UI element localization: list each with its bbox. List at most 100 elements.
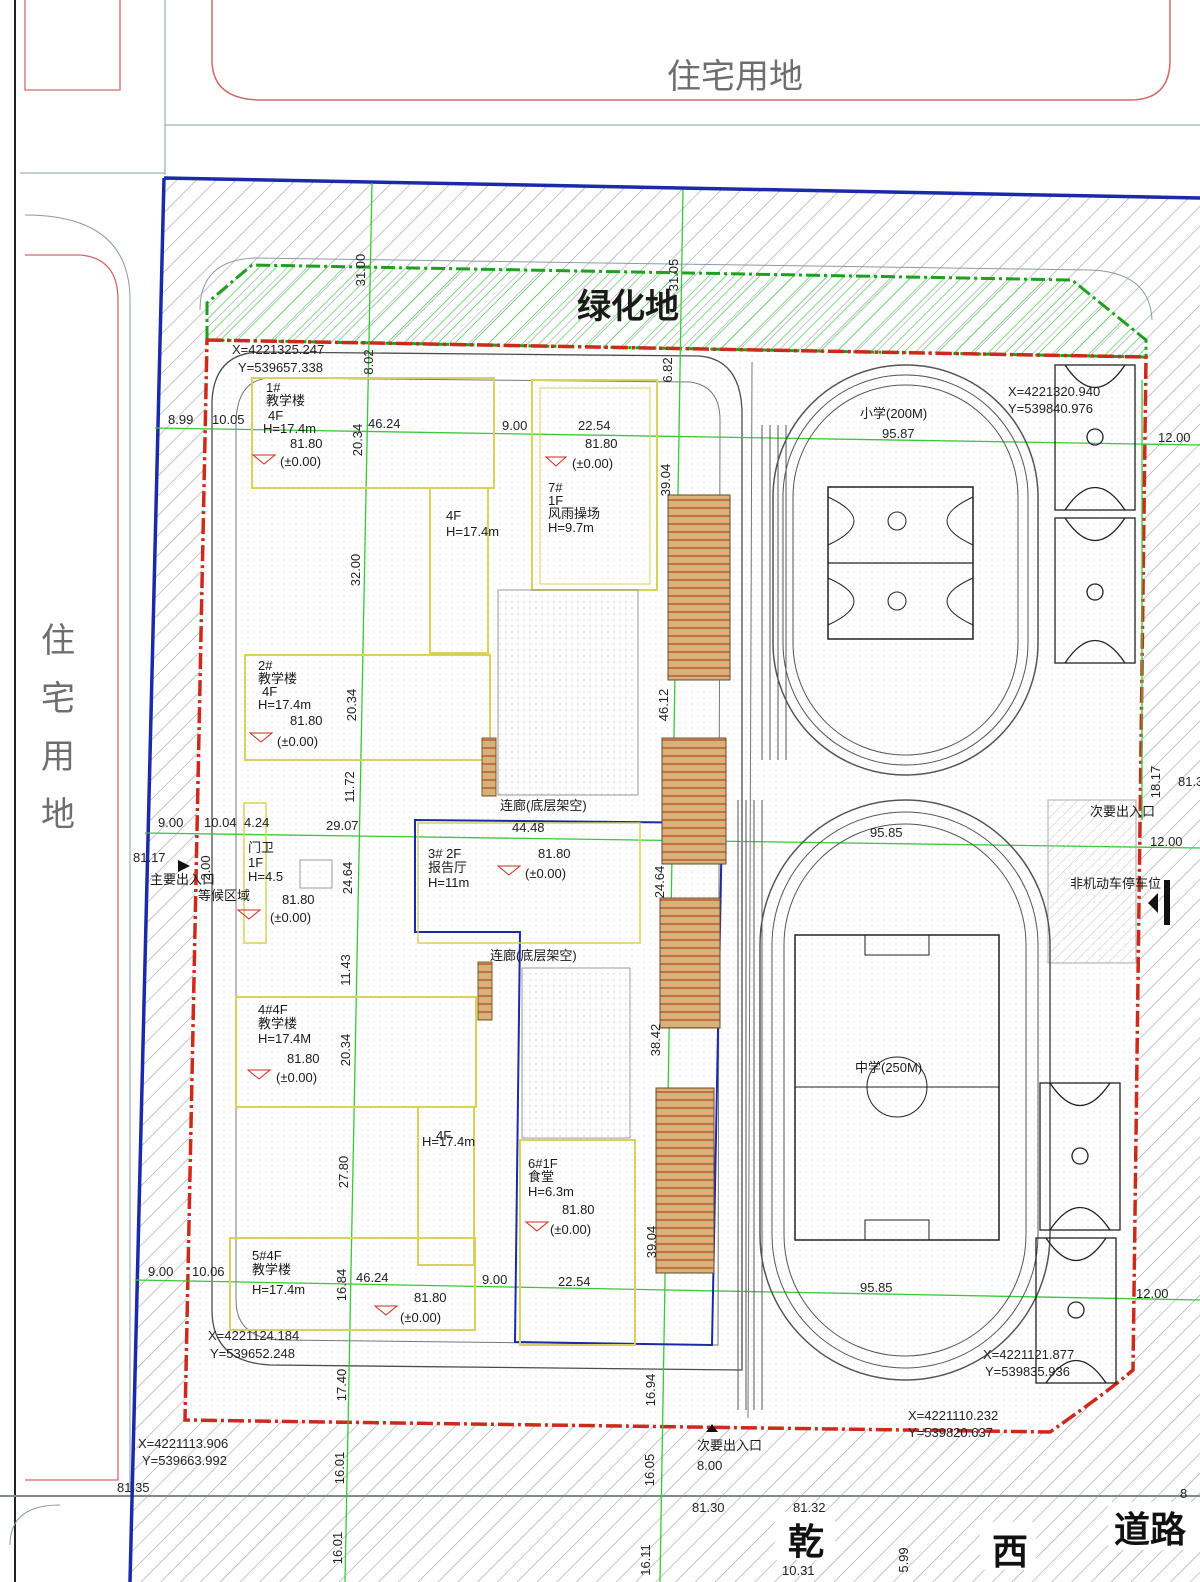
svg-text:16.84: 16.84	[334, 1269, 349, 1302]
svg-text:10.31: 10.31	[782, 1563, 815, 1578]
svg-text:小学(200M): 小学(200M)	[860, 406, 927, 421]
main-entrance-arrow	[178, 860, 190, 872]
svg-text:H=11m: H=11m	[428, 875, 469, 890]
svg-text:4F: 4F	[268, 408, 283, 423]
svg-text:Y=539663.992: Y=539663.992	[142, 1453, 227, 1468]
svg-text:H=17.4m: H=17.4m	[258, 697, 311, 712]
svg-text:H=17.4M: H=17.4M	[258, 1031, 311, 1046]
svg-text:(±0.00): (±0.00)	[280, 454, 321, 469]
svg-text:X=4221113.906: X=4221113.906	[138, 1436, 228, 1451]
svg-text:(±0.00): (±0.00)	[270, 910, 311, 925]
svg-text:西: 西	[992, 1532, 1028, 1573]
svg-text:H=6.3m: H=6.3m	[528, 1184, 574, 1199]
svg-text:4F: 4F	[436, 1128, 451, 1143]
svg-text:教学楼: 教学楼	[252, 1262, 291, 1277]
svg-text:住: 住	[41, 621, 75, 661]
svg-text:H=17.4m: H=17.4m	[422, 1134, 475, 1149]
svg-text:20.34: 20.34	[344, 689, 359, 722]
green-belt-label: 绿化地	[577, 287, 679, 327]
south-entrance-arrow	[706, 1424, 718, 1432]
svg-text:81.80: 81.80	[562, 1202, 595, 1217]
svg-text:81.30: 81.30	[692, 1500, 725, 1515]
svg-text:9.00: 9.00	[148, 1264, 173, 1279]
svg-text:81.17: 81.17	[133, 850, 166, 865]
primary-track: 小学(200M)	[772, 364, 1039, 776]
svg-text:教学楼: 教学楼	[258, 1016, 297, 1031]
coordinate-labels: X=4221325.247 Y=539657.338 X=4221320.940…	[138, 342, 1100, 1468]
svg-text:1F: 1F	[248, 855, 263, 870]
svg-text:10.06: 10.06	[192, 1264, 225, 1279]
svg-text:81.80: 81.80	[414, 1290, 447, 1305]
svg-text:24.64: 24.64	[652, 866, 667, 899]
svg-text:H=9.7m: H=9.7m	[548, 520, 594, 535]
svg-text:Y=539820.637: Y=539820.637	[908, 1425, 993, 1440]
svg-text:39.04: 39.04	[658, 464, 673, 497]
svg-text:10.04: 10.04	[204, 815, 237, 830]
residential-top-label: 住宅用地	[667, 57, 803, 97]
svg-text:5.99: 5.99	[896, 1547, 911, 1572]
svg-text:(±0.00): (±0.00)	[550, 1222, 591, 1237]
svg-text:29.07: 29.07	[326, 818, 359, 833]
building-4: 4#4F 教学楼 H=17.4M 81.80 (±0.00) 4F H=17.4…	[235, 996, 477, 1266]
svg-text:95.85: 95.85	[870, 825, 903, 840]
svg-text:(±0.00): (±0.00)	[277, 734, 318, 749]
svg-text:81.32: 81.32	[793, 1500, 826, 1515]
secondary-entrance-bottom-label: 次要出入口	[697, 1438, 762, 1453]
secondary-track-straight	[737, 800, 763, 1410]
svg-text:H=4.5: H=4.5	[248, 869, 283, 884]
svg-text:6#1F: 6#1F	[528, 1156, 558, 1171]
svg-text:81.35: 81.35	[117, 1480, 150, 1495]
svg-text:9.00: 9.00	[158, 815, 183, 830]
svg-text:(±0.00): (±0.00)	[276, 1070, 317, 1085]
basketball-courts-upper	[1054, 364, 1136, 664]
building-3: 3# 2F 报告厅 H=11m 81.80 (±0.00)	[414, 818, 724, 1347]
secondary-track: 中学(250M)	[759, 799, 1051, 1381]
svg-text:H=17.4m: H=17.4m	[263, 421, 316, 436]
building-1: 1# 教学楼 4F H=17.4m 81.80 (±0.00) 4F H=17.…	[251, 377, 499, 654]
svg-text:8: 8	[1180, 1486, 1187, 1501]
svg-text:1#: 1#	[266, 380, 281, 395]
svg-text:非机动车停车位: 非机动车停车位	[1070, 876, 1161, 891]
main-entrance-label: 主要出入口	[150, 872, 215, 887]
svg-text:95.87: 95.87	[882, 426, 915, 441]
svg-text:2.00: 2.00	[198, 855, 213, 880]
svg-text:9.00: 9.00	[482, 1272, 507, 1287]
svg-text:宅: 宅	[41, 679, 75, 719]
svg-text:报告厅: 报告厅	[428, 860, 467, 875]
svg-text:1F: 1F	[548, 493, 563, 508]
svg-text:27.80: 27.80	[336, 1156, 351, 1189]
svg-text:乾: 乾	[788, 1522, 824, 1563]
svg-text:81.80: 81.80	[287, 1051, 320, 1066]
red-line-boundary	[183, 338, 1148, 1434]
corridor-upper-label: 连廊(底层架空)	[500, 798, 587, 813]
svg-text:Y=539652.248: Y=539652.248	[210, 1346, 295, 1361]
svg-text:16.11: 16.11	[638, 1544, 653, 1576]
svg-text:12.00: 12.00	[1150, 834, 1183, 849]
basketball-courts-lower	[1035, 1082, 1121, 1384]
svg-text:8.99: 8.99	[168, 412, 193, 427]
svg-text:7#: 7#	[548, 480, 563, 495]
secondary-entrance-right-label: 次要出入口	[1090, 804, 1155, 819]
svg-text:46.24: 46.24	[356, 1270, 389, 1285]
building-6: 6#1F 食堂 H=6.3m 81.80 (±0.00)	[519, 1139, 636, 1346]
svg-text:81.3: 81.3	[1178, 774, 1200, 789]
svg-text:39.04: 39.04	[644, 1226, 659, 1259]
svg-text:X=4221124.184: X=4221124.184	[208, 1328, 299, 1343]
east-entrance-arrow	[1148, 880, 1170, 925]
svg-text:9.00: 9.00	[502, 418, 527, 433]
svg-text:6.82: 6.82	[660, 357, 675, 382]
svg-text:5#4F: 5#4F	[252, 1248, 282, 1263]
svg-text:教学楼: 教学楼	[266, 393, 305, 408]
svg-text:H=17.4m: H=17.4m	[446, 524, 499, 539]
svg-text:(±0.00): (±0.00)	[572, 456, 613, 471]
svg-text:81.80: 81.80	[290, 436, 323, 451]
svg-text:46.24: 46.24	[368, 416, 401, 431]
svg-text:46.12: 46.12	[656, 689, 671, 722]
bike-parking	[1047, 799, 1137, 964]
svg-text:(±0.00): (±0.00)	[400, 1310, 441, 1325]
svg-text:食堂: 食堂	[528, 1169, 554, 1184]
svg-text:22.54: 22.54	[558, 1274, 591, 1289]
svg-text:31.00: 31.00	[353, 254, 368, 287]
svg-text:4F: 4F	[262, 684, 277, 699]
svg-text:中学(250M): 中学(250M)	[855, 1060, 922, 1075]
